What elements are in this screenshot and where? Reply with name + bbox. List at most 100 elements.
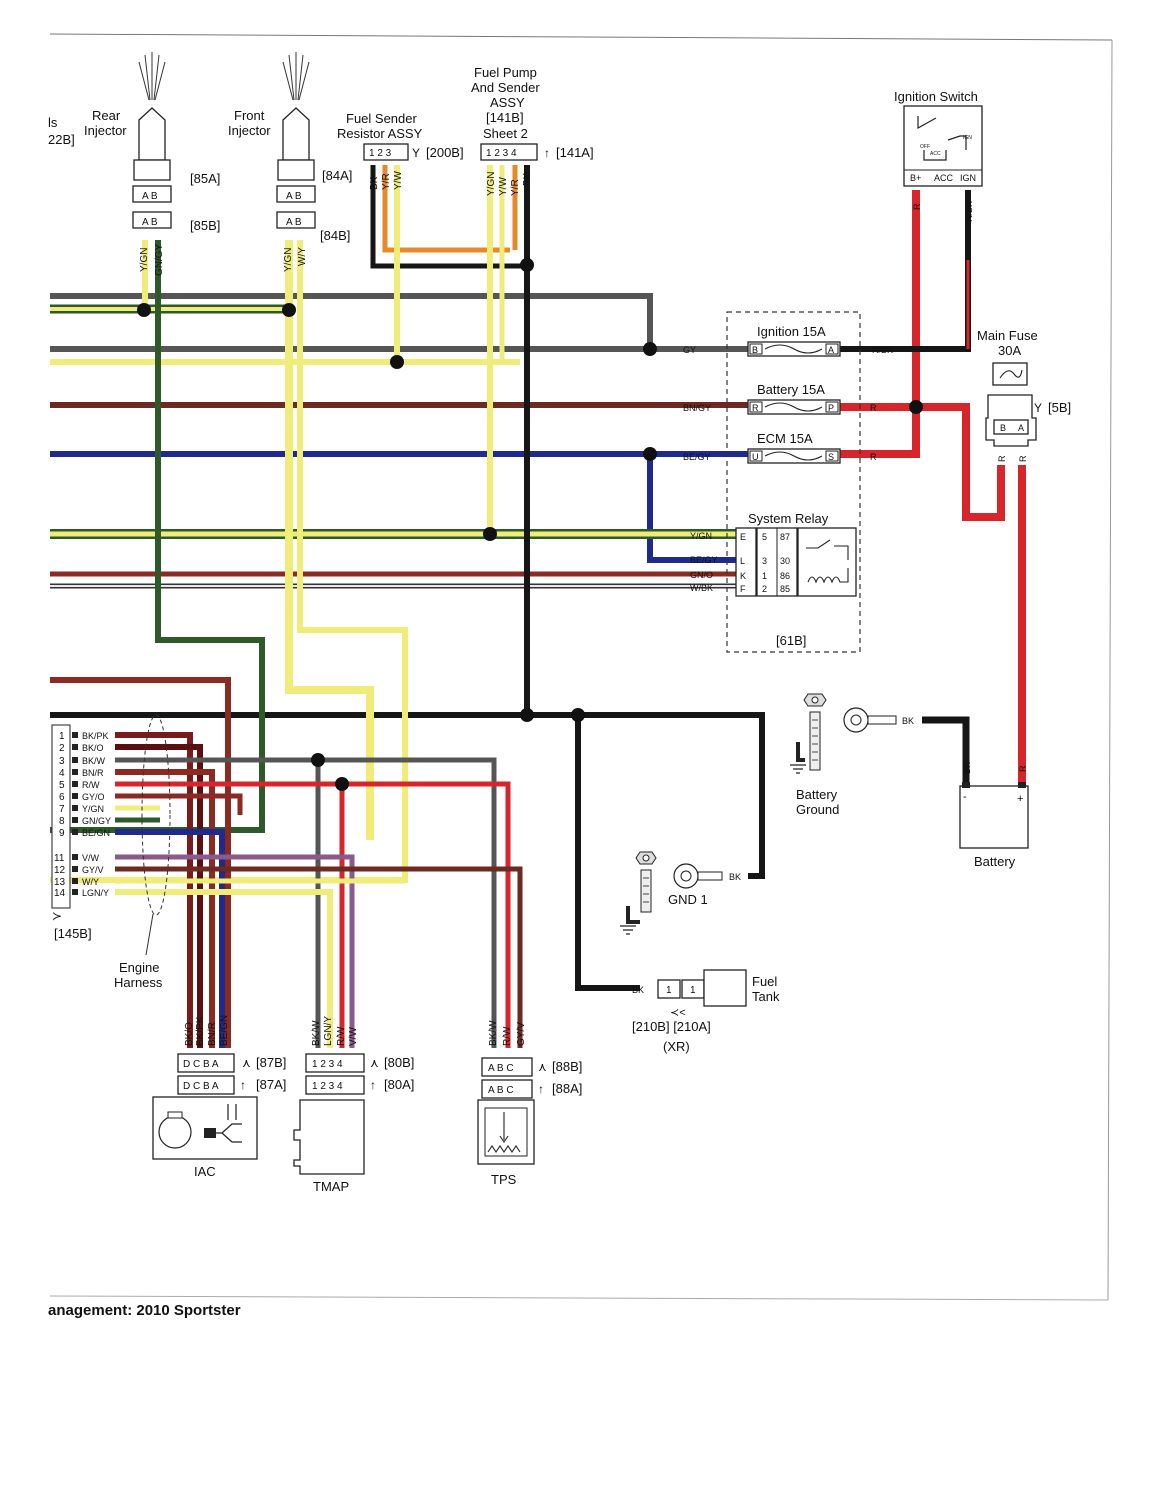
fuse-element-icon (764, 451, 823, 461)
splice-dot (335, 777, 349, 791)
ignition-switch: Ignition Switch OFF ACC IGN B+ ACC IGN R… (894, 89, 983, 222)
splice-dot (282, 303, 296, 317)
tps-conn-top: [88B] (552, 1059, 582, 1074)
relay-term: 86 (780, 571, 790, 581)
fuel-tank-wire: BK (632, 985, 644, 995)
harness-pin-number: 7 (59, 804, 65, 815)
conn-80a (305, 1075, 365, 1095)
harness-conn: [145B] (54, 926, 92, 941)
page-right-rule (1107, 39, 1113, 1301)
ign-pos-off: OFF (920, 144, 930, 150)
harness-pin-number: 3 (59, 756, 65, 767)
fuse-pin-out: P (828, 403, 834, 413)
harness-pin-number: 12 (54, 865, 66, 876)
harness-name-1: Engine (119, 960, 159, 975)
harness-pin-wire: BK/O (82, 743, 104, 753)
harness-pin-terminal (72, 889, 78, 895)
ign-wire-rbk: R/BK (964, 201, 974, 222)
harness-pin-wire: BE/GN (82, 828, 110, 838)
conn-87a (177, 1075, 235, 1095)
conn-5b (993, 419, 1029, 435)
gnd1-ground-symbol-icon (620, 925, 636, 935)
rear-wire-2: GN/GY (154, 243, 165, 276)
rear-injector-body (138, 107, 166, 161)
tps-pins-bot: A B C (488, 1085, 514, 1096)
harness-pin-terminal (72, 769, 78, 775)
fuse-name: ECM 15A (757, 431, 813, 446)
front-name-2: Injector (228, 123, 271, 138)
iac-name: IAC (194, 1164, 216, 1179)
front-wire-2: W/Y (297, 247, 308, 266)
begy-relay-wire (647, 454, 736, 563)
front-injector-body (282, 107, 310, 161)
iac-motor-icon (158, 1115, 192, 1149)
page-top-rule (49, 33, 1113, 41)
front-spray-icon (282, 52, 310, 101)
relay-name: System Relay (748, 511, 829, 526)
tps-potentiometer-icon (487, 1112, 521, 1153)
sender-conn-sym: Y (412, 146, 420, 160)
relay-coil-icon (806, 539, 849, 584)
tmap-wire-1: BK/W (311, 1020, 322, 1046)
relay-letter-block (735, 527, 757, 597)
harness-pin-terminal (72, 866, 78, 872)
sender-wire-3: Y/W (393, 171, 404, 190)
ign-pos-acc: ACC (930, 151, 941, 157)
harness-pin-number: 11 (54, 853, 65, 864)
iac-wire-4: BE/GN (219, 1015, 230, 1046)
harness-bundle-outline (141, 714, 171, 916)
iac-conn-top: [87B] (256, 1055, 286, 1070)
sender-wire-1: BK (369, 176, 380, 190)
ign-switch-rbk (840, 190, 971, 352)
main-fuse-pin-b: B (1000, 423, 1006, 433)
sender-name-1: Fuel Sender (346, 111, 417, 126)
partial-left-2: 22B] (48, 132, 75, 147)
splice-dot (311, 753, 325, 767)
conn-84b (276, 211, 316, 229)
main-fuse-wire-1: R (997, 455, 1007, 462)
main-fuse-name-2: 30A (998, 343, 1021, 358)
tmap-bkw (115, 757, 321, 1048)
tps-wire-2: R/W (502, 1026, 513, 1046)
relay-letter: L (740, 556, 745, 566)
iac-begn (115, 829, 225, 1048)
fuse-out-wire: R (870, 452, 877, 462)
pump-name-1: Fuel Pump (474, 65, 537, 80)
tps-wire-3: GY/V (516, 1022, 527, 1046)
conn-80b (305, 1053, 365, 1073)
harness-pin-wire: GN/GY (82, 816, 111, 826)
harness-pin-terminal (72, 854, 78, 860)
ign-switch-contacts-icon (917, 116, 967, 161)
bk-fuel-tank-wire (575, 715, 640, 991)
battery-neg-terminal (962, 782, 970, 788)
gnd1: BK GND 1 (620, 851, 741, 935)
iac-bnr (115, 769, 215, 1048)
battery-pos-terminal (1018, 782, 1026, 788)
harness-pin-number: 4 (59, 768, 65, 779)
pump-conn: [141A] (556, 145, 594, 160)
fuse-out-wire: R/BK (872, 345, 893, 355)
tmap: BK/W LGN/Y R/W V/W 1 2 3 4 1 2 3 4 ⋏ [80… (293, 1016, 414, 1194)
fuse-pin-out: S (828, 452, 834, 462)
harness-name-2: Harness (114, 975, 163, 990)
front-conn-top: [84A] (322, 168, 352, 183)
conn-84a (276, 185, 316, 203)
fuel-tank-body (703, 969, 747, 1007)
fuse-block-outline (726, 311, 861, 653)
splice-dot (520, 258, 534, 272)
ign-switch-name: Ignition Switch (894, 89, 978, 104)
battery-name: Battery (974, 854, 1016, 869)
iac-wire-1: BK/O (184, 1022, 195, 1046)
fuel-tank-note: (XR) (663, 1039, 690, 1054)
battery-term-pos: + (1017, 793, 1023, 805)
iac-valve-icon (204, 1128, 216, 1138)
fuel-tank: BK 1 1 Fuel Tank ≺< [210B] [210A] (XR) (632, 969, 780, 1054)
main-fuse-name-1: Main Fuse (977, 328, 1038, 343)
partial-left-1: ls (48, 115, 58, 130)
front-inj-ygn (285, 240, 374, 840)
sender-wire-2: Y/R (381, 173, 392, 190)
gnd1-wire: BK (729, 872, 741, 882)
page-bottom-rule (49, 1295, 1109, 1301)
